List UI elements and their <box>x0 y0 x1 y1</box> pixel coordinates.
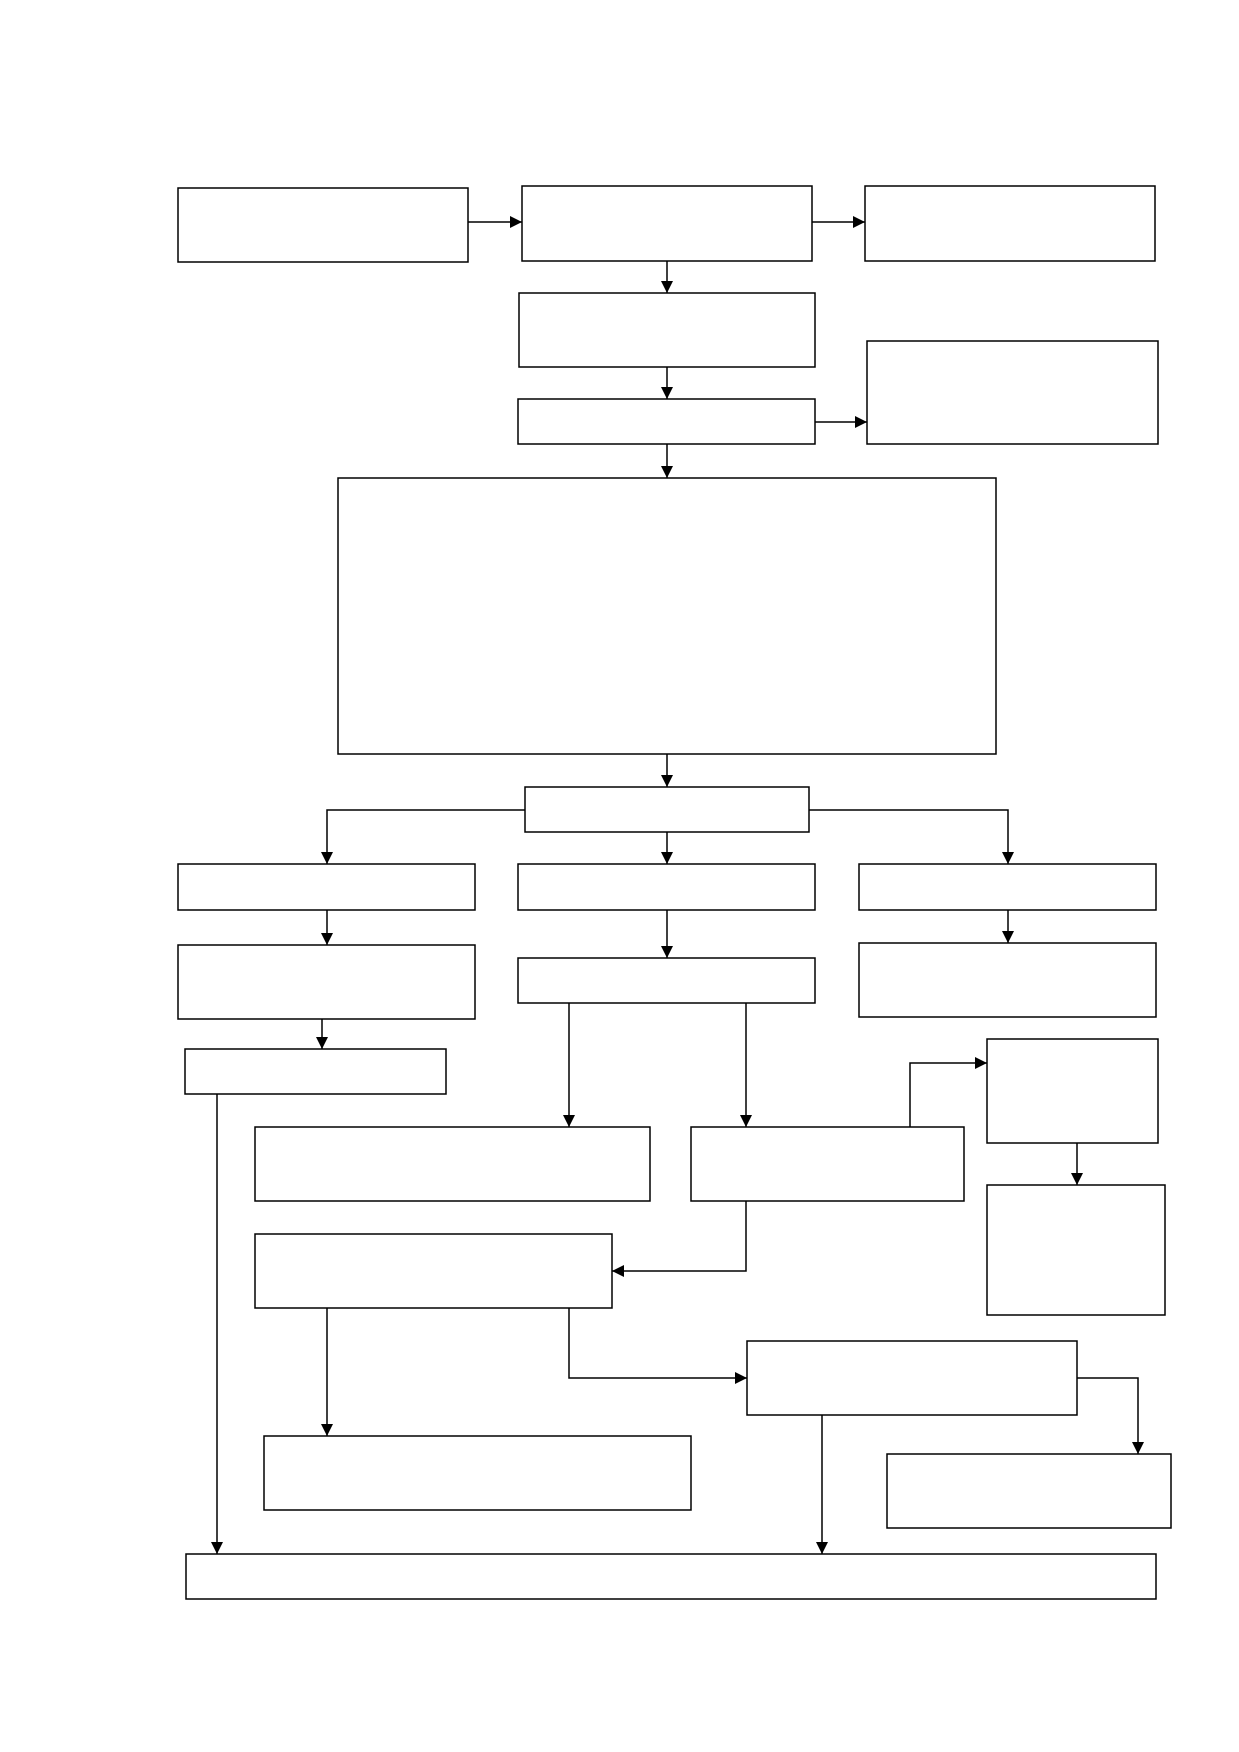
flow-box-rect <box>177 187 469 263</box>
flow-box-b4 <box>518 292 816 368</box>
flow-box-b3 <box>864 185 1156 262</box>
flow-box-b21 <box>263 1435 692 1511</box>
flow-box-b5 <box>517 398 816 445</box>
flow-box-rect <box>177 863 476 911</box>
flow-box-rect <box>858 942 1157 1018</box>
flow-box-b8 <box>524 786 810 833</box>
flow-box-b1 <box>177 187 469 263</box>
flow-box-rect <box>517 957 816 1004</box>
flow-box-b22 <box>746 1340 1078 1416</box>
arrow-b20-to-b22 <box>568 1308 747 1384</box>
flow-box-b14 <box>517 957 816 1004</box>
flow-box-b15 <box>858 942 1157 1018</box>
flow-box-rect <box>254 1126 651 1202</box>
flow-box-b6 <box>866 340 1159 445</box>
flow-box-rect <box>518 292 816 368</box>
flow-box-rect <box>263 1435 692 1511</box>
flow-box-b20 <box>254 1233 613 1309</box>
flow-box-rect <box>858 863 1157 911</box>
flow-box-rect <box>690 1126 965 1202</box>
arrow-b22-to-b24 <box>1077 1377 1144 1454</box>
connectors-layer <box>211 216 1144 1554</box>
flow-box-b18 <box>986 1038 1159 1144</box>
flow-box-b7 <box>337 477 997 755</box>
flow-box-rect <box>184 1048 447 1095</box>
flow-box-rect <box>185 1553 1157 1600</box>
flow-box-rect <box>524 786 810 833</box>
flow-box-rect <box>517 863 816 911</box>
flow-box-b16 <box>254 1126 651 1202</box>
flow-box-b13 <box>184 1048 447 1095</box>
arrow-b17-to-b20 <box>612 1201 747 1277</box>
flow-box-b11 <box>858 863 1157 911</box>
flow-box-rect <box>254 1233 613 1309</box>
flow-box-rect <box>521 185 813 262</box>
flow-box-rect <box>746 1340 1078 1416</box>
flow-box-b10 <box>517 863 816 911</box>
boxes-layer <box>177 185 1172 1600</box>
flow-box-rect <box>866 340 1159 445</box>
flow-box-rect <box>864 185 1156 262</box>
flow-box-rect <box>177 944 476 1020</box>
flow-box-b2 <box>521 185 813 262</box>
flow-box-b24 <box>185 1553 1157 1600</box>
flow-box-b17 <box>690 1126 965 1202</box>
flow-box-rect <box>337 477 997 755</box>
arrow-b8-to-b9 <box>321 809 525 864</box>
flow-box-rect <box>886 1453 1172 1529</box>
arrow-b17-to-b18 <box>909 1057 987 1127</box>
flow-box-rect <box>517 398 816 445</box>
arrow-b8-to-b11 <box>809 809 1014 864</box>
flow-box-b19 <box>986 1184 1166 1316</box>
flow-box-rect <box>986 1184 1166 1316</box>
flow-box-b12 <box>177 944 476 1020</box>
flow-box-b23 <box>886 1453 1172 1529</box>
flow-box-b9 <box>177 863 476 911</box>
flow-box-rect <box>986 1038 1159 1144</box>
